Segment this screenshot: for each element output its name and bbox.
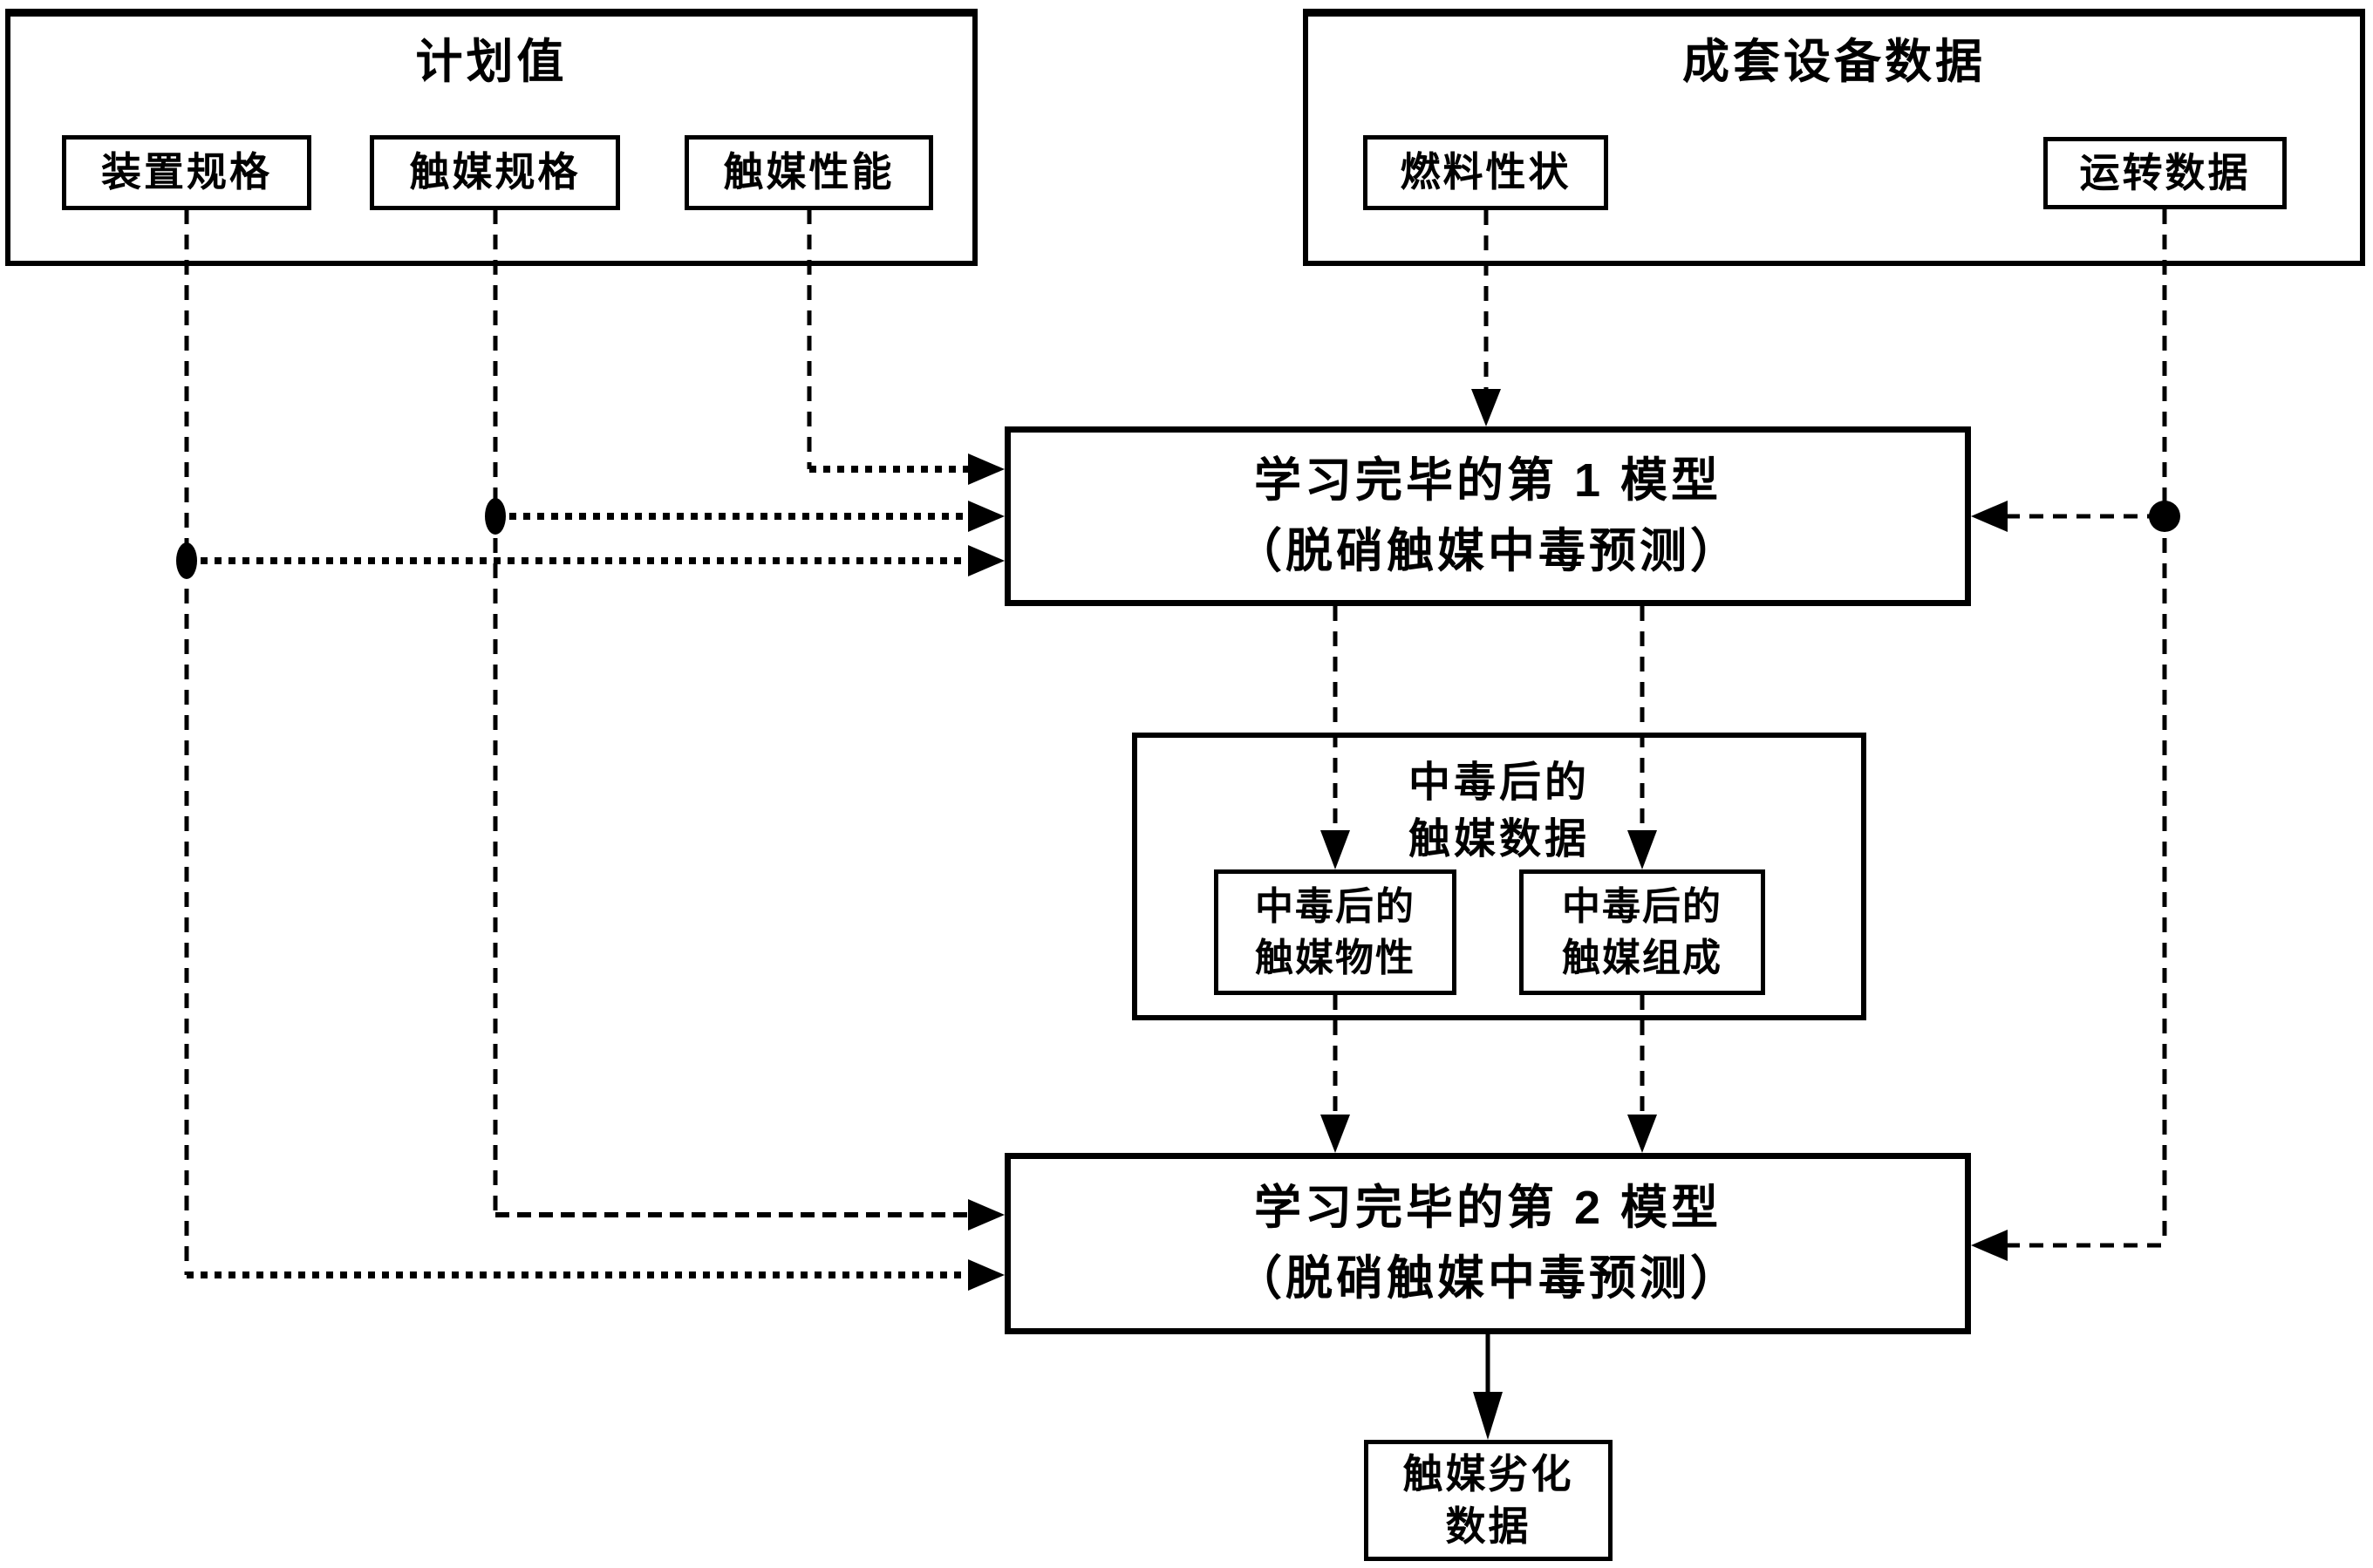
- arrowhead-composition-model2: [1627, 1115, 1657, 1153]
- poisoned-catalyst-properties-label: 中毒后的 触媒物性: [1255, 884, 1415, 979]
- junction-dot-device-spec: [176, 542, 197, 579]
- junction-dot-operation-data: [2149, 501, 2180, 532]
- model2-box: 学习完毕的第 2 模型 （脱硝触媒中毒预测）: [1005, 1153, 1971, 1334]
- device-spec-label: 装置规格: [101, 149, 272, 195]
- junction-dot-catalyst-spec: [485, 498, 506, 535]
- arrowhead-device-model1: [968, 545, 1005, 576]
- arrowhead-fuel-model1: [1471, 389, 1501, 426]
- model1-label: 学习完毕的第 1 模型 （脱硝触媒中毒预测）: [1235, 454, 1741, 577]
- operation-data-label: 运转数据: [2079, 149, 2251, 195]
- catalyst-degradation-label: 触媒劣化 数据: [1402, 1450, 1574, 1549]
- arrowhead-model2-output: [1473, 1392, 1503, 1440]
- model2-label: 学习完毕的第 2 模型 （脱硝触媒中毒预测）: [1235, 1182, 1741, 1305]
- plan-values-title: 计划值: [415, 36, 568, 88]
- fuel-properties-label: 燃料性状: [1400, 149, 1572, 195]
- poisoned-catalyst-group-title: 中毒后的 触媒数据: [1408, 760, 1590, 862]
- fuel-properties-box: 燃料性状: [1363, 135, 1608, 210]
- operation-data-box: 运转数据: [2043, 137, 2287, 209]
- catalyst-spec-box: 触媒规格: [370, 135, 620, 210]
- poisoned-catalyst-composition-box: 中毒后的 触媒组成: [1519, 869, 1765, 995]
- arrowhead-performance-model1: [968, 453, 1005, 485]
- arrowhead-properties-model2: [1320, 1115, 1350, 1153]
- catalyst-performance-box: 触媒性能: [685, 135, 933, 210]
- model1-box: 学习完毕的第 1 模型 （脱硝触媒中毒预测）: [1005, 426, 1971, 606]
- device-spec-box: 装置规格: [62, 135, 311, 210]
- arrowhead-device-model2: [968, 1259, 1005, 1291]
- catalyst-performance-label: 触媒性能: [723, 149, 895, 195]
- poisoned-catalyst-composition-label: 中毒后的 触媒组成: [1562, 884, 1722, 979]
- plant-data-title: 成套设备数据: [1682, 36, 1986, 88]
- catalyst-degradation-box: 触媒劣化 数据: [1364, 1440, 1613, 1561]
- arrowhead-operation-model2: [1971, 1230, 2008, 1261]
- arrowhead-spec-model1: [968, 501, 1005, 532]
- poisoned-catalyst-properties-box: 中毒后的 触媒物性: [1214, 869, 1456, 995]
- catalyst-spec-label: 触媒规格: [409, 149, 581, 195]
- arrowhead-spec-model2: [968, 1199, 1005, 1231]
- arrowhead-operation-model1: [1971, 501, 2008, 532]
